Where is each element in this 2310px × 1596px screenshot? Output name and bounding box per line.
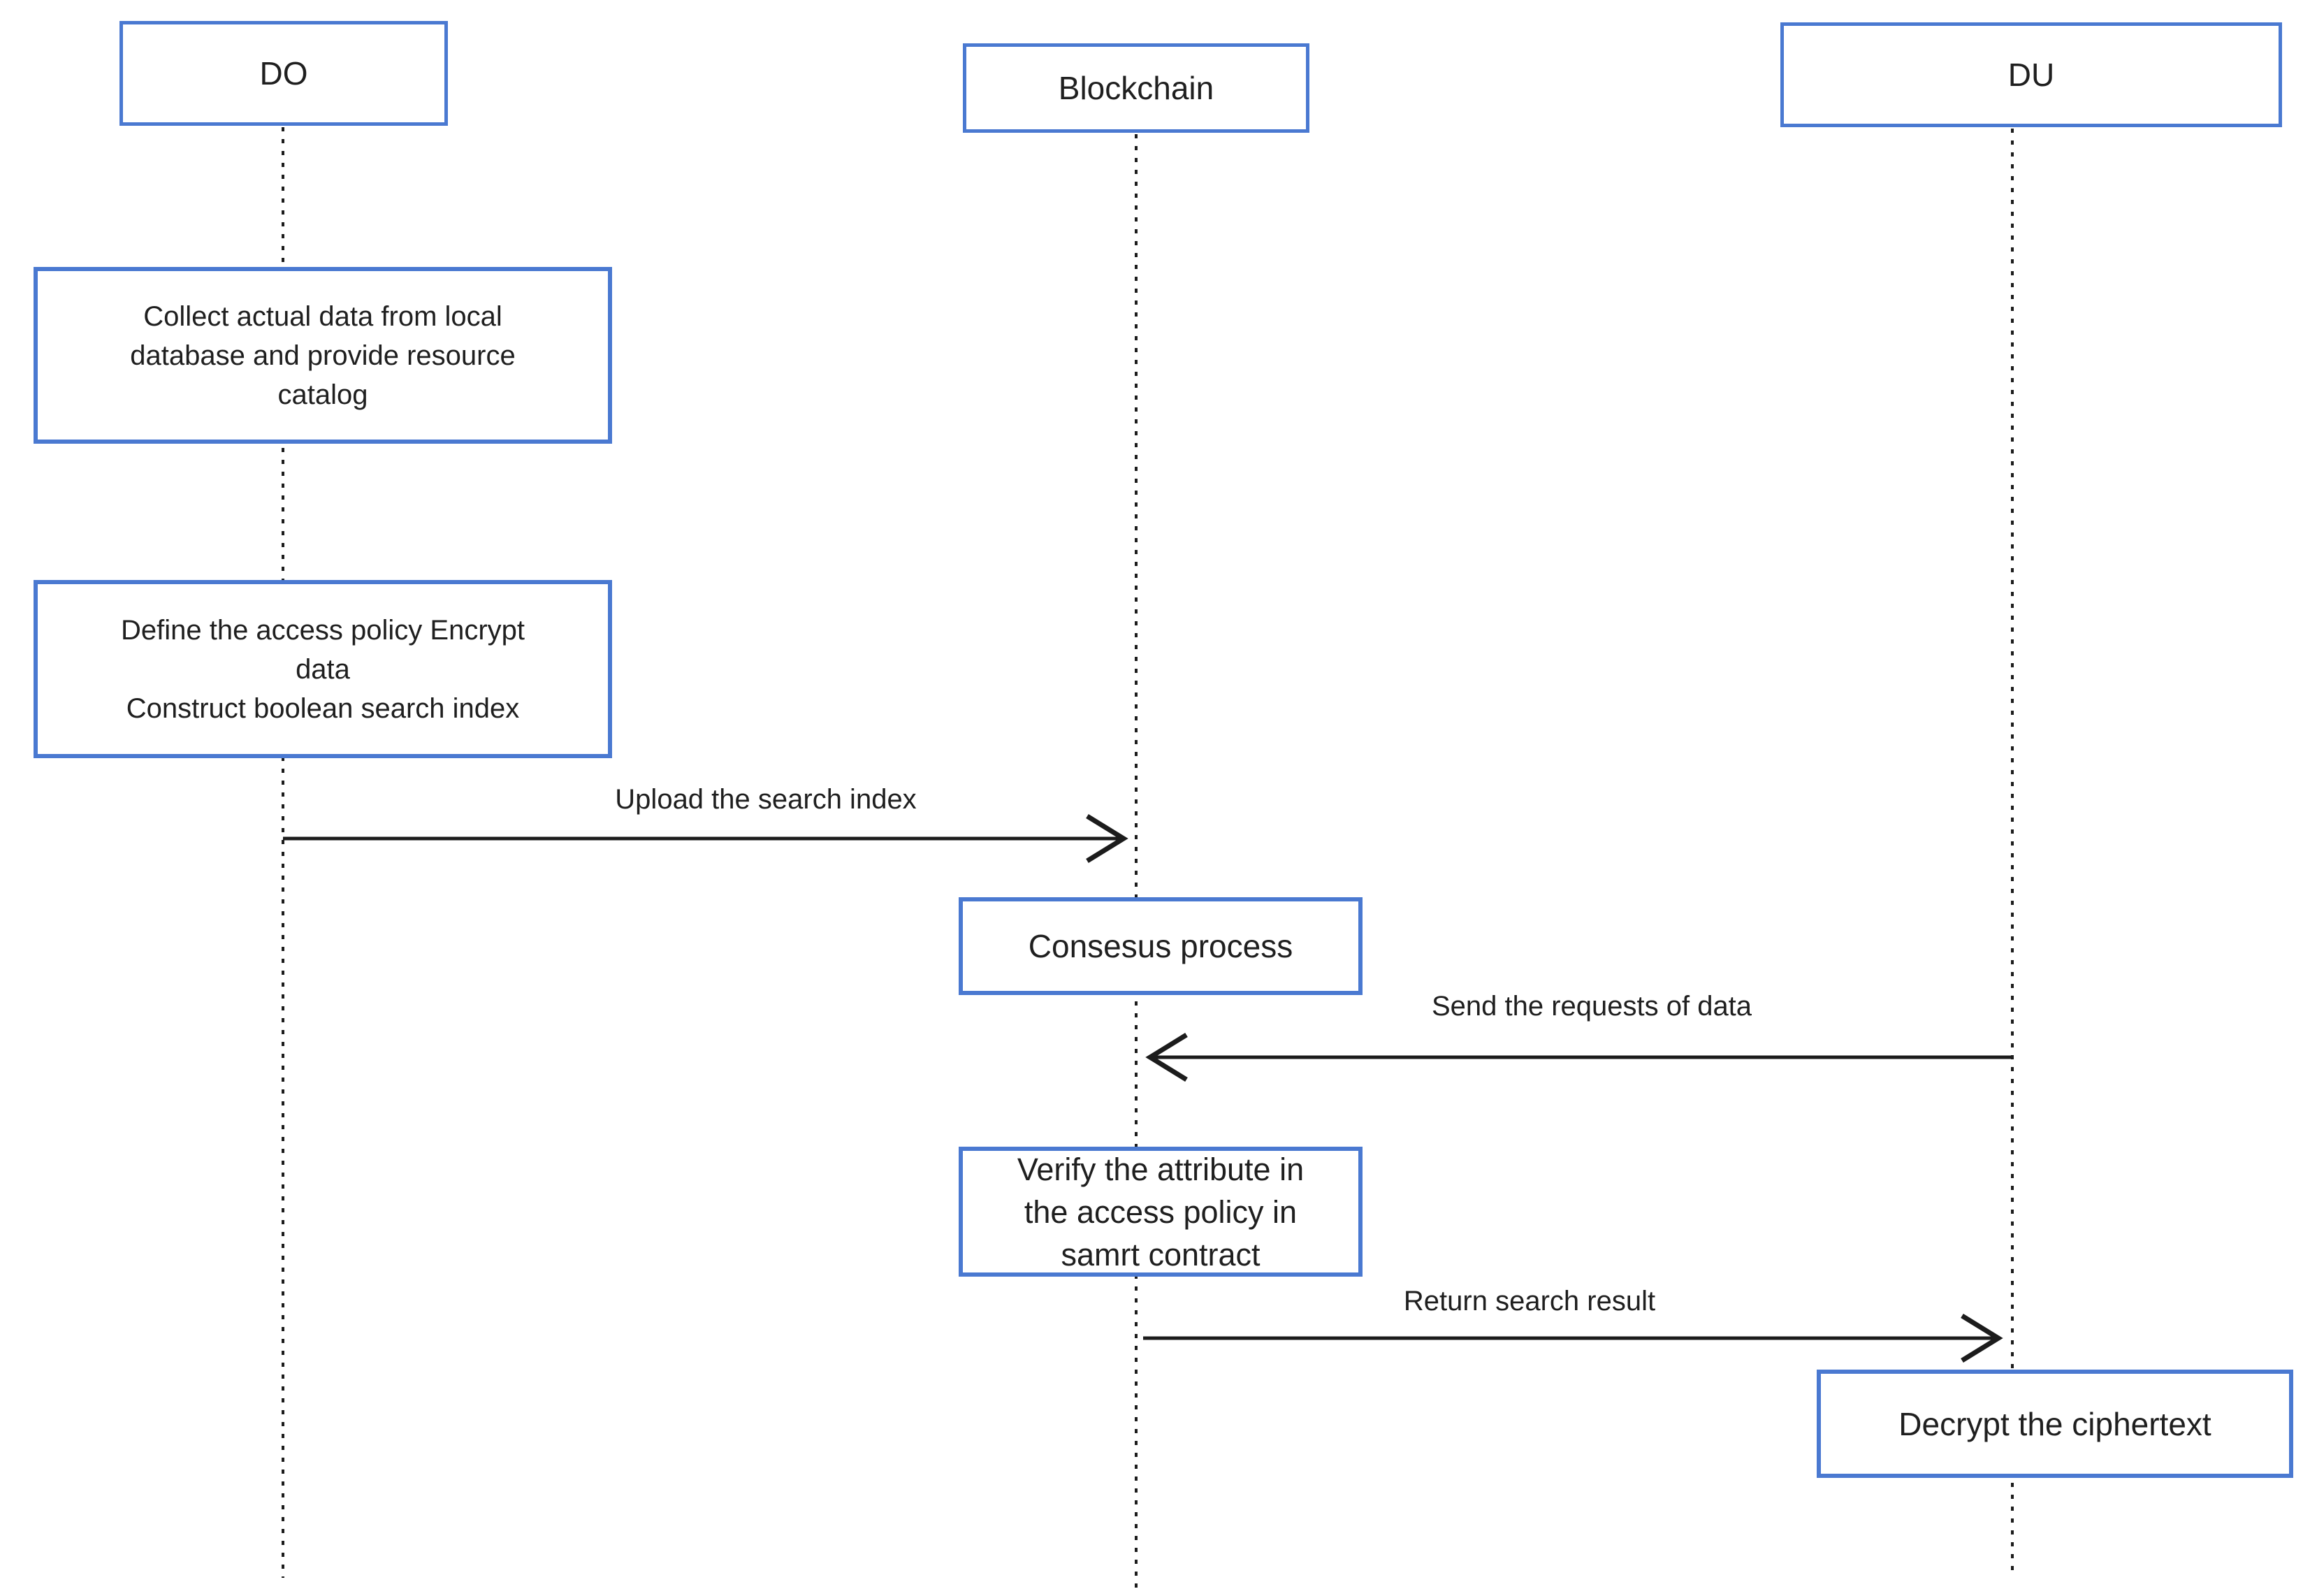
actor-du-label: DU <box>2007 57 2055 93</box>
activity-verify-attribute-text: Verify the attribute in the access polic… <box>1017 1151 1305 1272</box>
message-return-search-result-label: Return search result <box>1403 1286 1656 1316</box>
activity-consensus-process: Consesus process <box>959 897 1363 995</box>
message-send-requests-label: Send the requests of data <box>1431 991 1752 1022</box>
activity-decrypt-ciphertext-text: Decrypt the ciphertext <box>1898 1405 2211 1442</box>
actor-do: DO <box>119 21 448 126</box>
activity-consensus-process-text: Consesus process <box>1028 928 1293 964</box>
activity-verify-attribute: Verify the attribute in the access polic… <box>959 1147 1363 1277</box>
actor-do-label: DO <box>259 55 308 92</box>
activity-decrypt-ciphertext: Decrypt the ciphertext <box>1817 1370 2293 1478</box>
actor-du: DU <box>1780 22 2282 127</box>
activity-define-policy: Define the access policy Encrypt data Co… <box>34 580 612 758</box>
activity-collect-data: Collect actual data from local database … <box>34 267 612 444</box>
actor-blockchain-label: Blockchain <box>1058 70 1214 106</box>
activity-collect-data-text: Collect actual data from local database … <box>130 300 516 410</box>
actor-blockchain: Blockchain <box>963 43 1309 133</box>
message-upload-search-index-label: Upload the search index <box>615 784 917 815</box>
activity-define-policy-text: Define the access policy Encrypt data Co… <box>120 614 525 724</box>
